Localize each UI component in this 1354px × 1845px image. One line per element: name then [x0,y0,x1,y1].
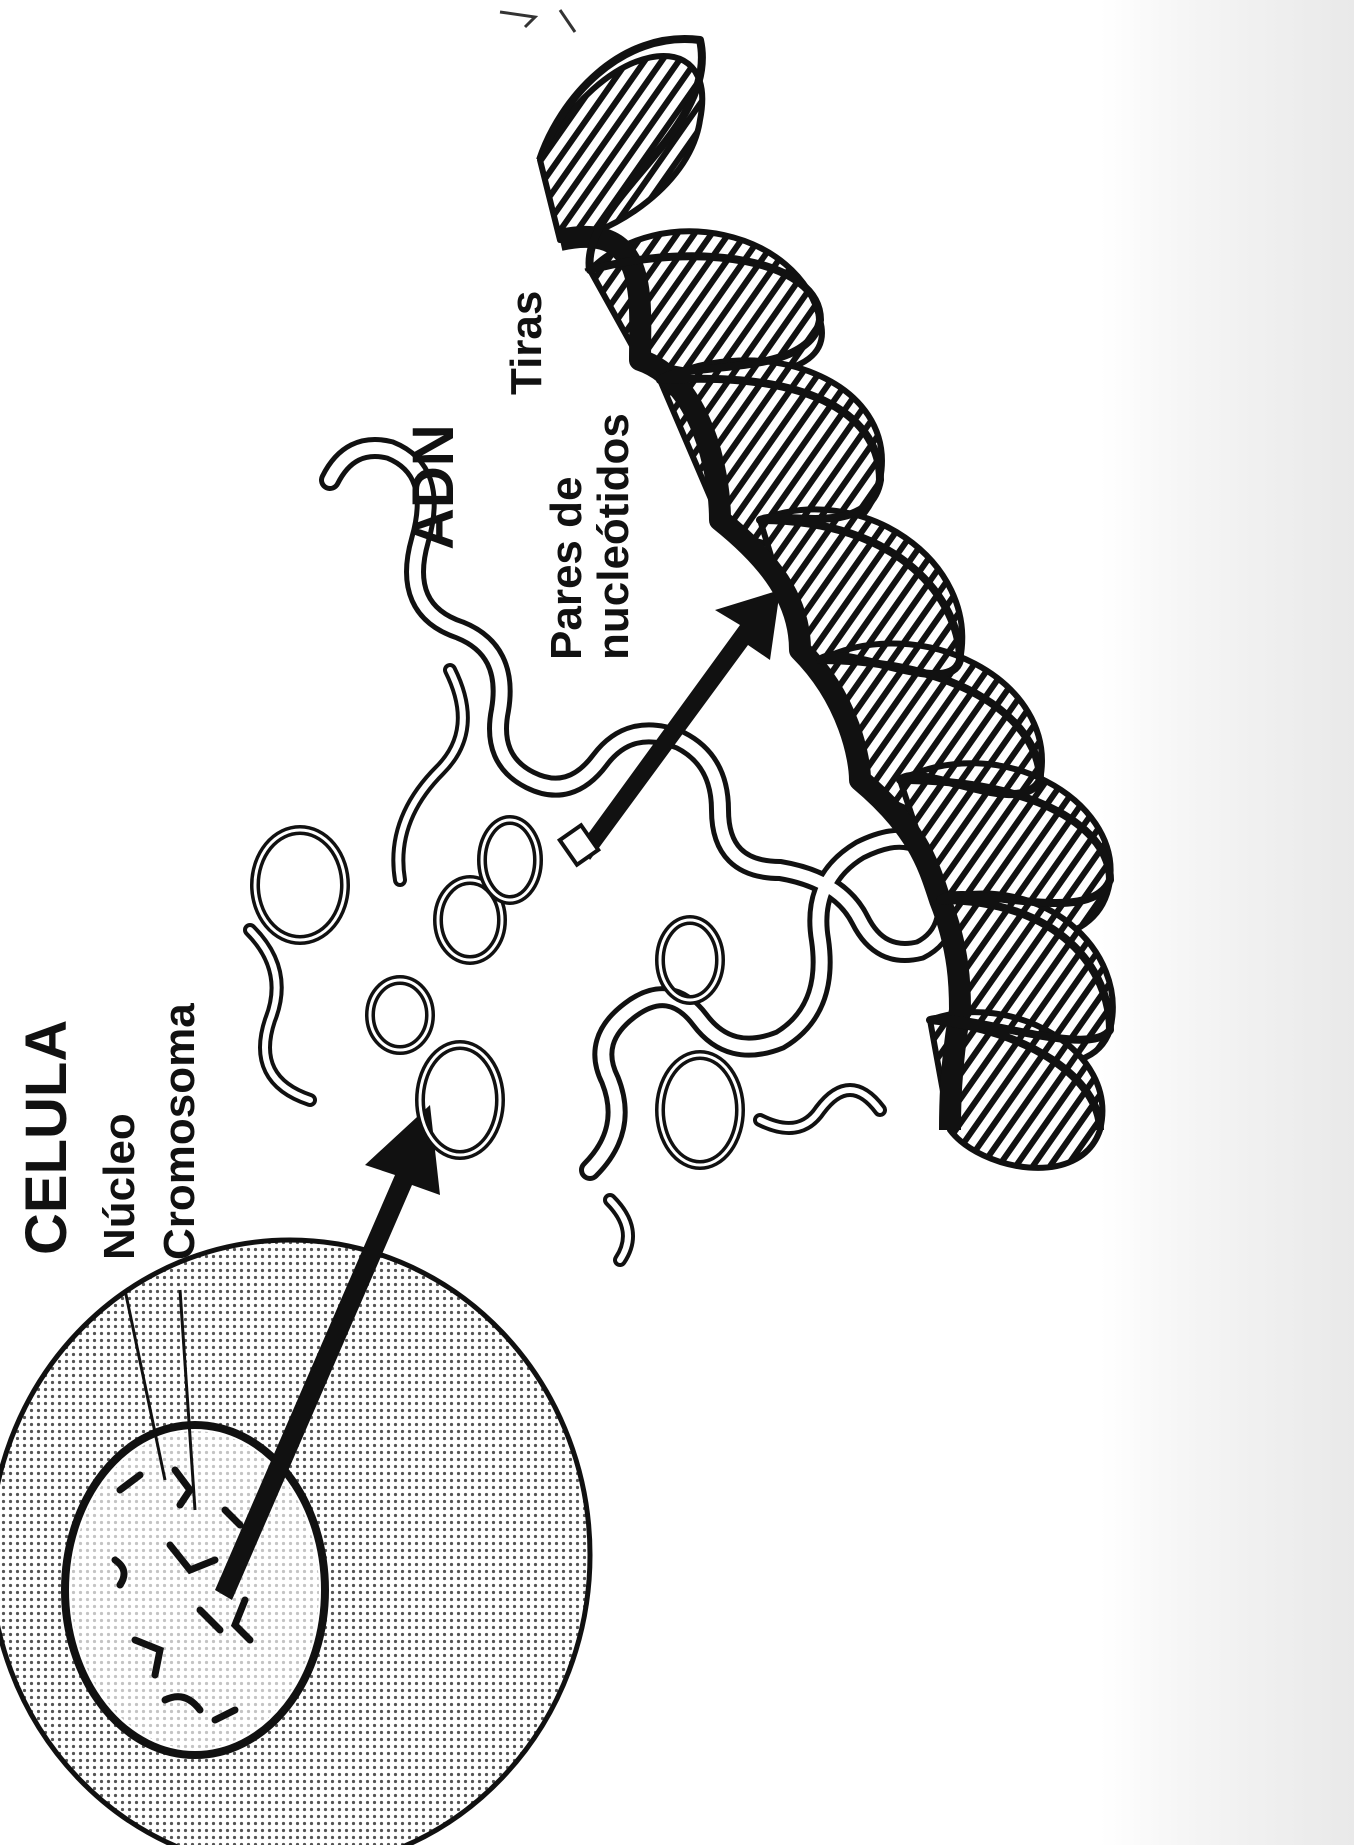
chromosome-label: Cromosoma [158,1003,202,1260]
strands-label: Tiras [505,291,549,395]
nucleotide-pairs-label-line2: nucleótidos [592,413,636,660]
dna-title: ADN [405,424,463,550]
nucleus-label: Núcleo [98,1113,142,1260]
cell-title: CELULA [18,1020,76,1255]
stray-mark [500,10,575,32]
nucleotide-pairs-label-line1: Pares de [545,477,589,660]
